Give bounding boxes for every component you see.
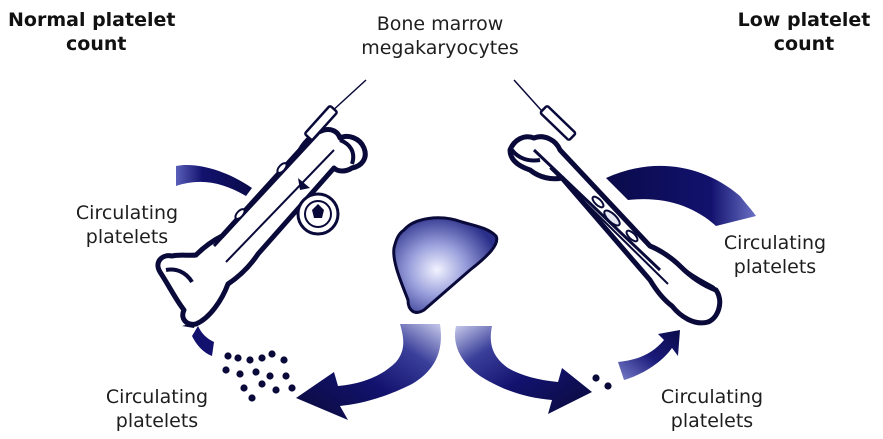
- platelet-dot-icon: [604, 382, 611, 389]
- left-circulation-arc-icon: [176, 165, 252, 196]
- normal-heading-line1: Normal platelet: [8, 8, 188, 32]
- left-small-arrow-icon: [182, 322, 214, 356]
- left-lower-line2: platelets: [82, 409, 232, 433]
- left-upper-line1: Circulating: [52, 201, 202, 225]
- right-lower-line1: Circulating: [637, 385, 787, 409]
- platelet-dot-icon: [268, 350, 275, 357]
- bone-marrow-line1: Bone marrow: [340, 12, 540, 36]
- platelet-dot-icon: [224, 352, 231, 359]
- bone-marrow-line2: megakaryocytes: [340, 36, 540, 60]
- platelet-dot-icon: [236, 370, 243, 377]
- right-upper-line1: Circulating: [700, 231, 850, 255]
- low-count-heading: Low platelet count: [728, 8, 880, 56]
- platelet-dot-icon: [248, 394, 255, 401]
- left-large-arrow-icon: [296, 324, 441, 420]
- normal-heading-line2: count: [8, 32, 188, 56]
- platelet-dot-icon: [288, 384, 295, 391]
- platelet-dot-icon: [258, 380, 265, 387]
- left-lower-circulating-label: Circulating platelets: [82, 385, 232, 433]
- bone-marrow-label: Bone marrow megakaryocytes: [340, 12, 540, 60]
- right-upper-circulating-label: Circulating platelets: [700, 231, 850, 279]
- platelet-dot-icon: [280, 356, 287, 363]
- platelet-dot-icon: [252, 368, 259, 375]
- left-upper-circulating-label: Circulating platelets: [52, 201, 202, 249]
- platelet-dot-icon: [266, 372, 273, 379]
- right-syringe-icon: [514, 80, 576, 140]
- left-lower-line1: Circulating: [82, 385, 232, 409]
- platelet-dot-icon: [272, 386, 279, 393]
- right-lower-circulating-label: Circulating platelets: [637, 385, 787, 433]
- low-heading-line1: Low platelet: [728, 8, 880, 32]
- platelet-dot-icon: [258, 354, 265, 361]
- right-small-arrow-icon: [618, 330, 680, 380]
- right-circulation-arc-icon: [606, 166, 756, 226]
- platelet-dot-icon: [282, 372, 289, 379]
- left-upper-line2: platelets: [52, 225, 202, 249]
- platelet-dot-icon: [234, 354, 241, 361]
- normal-platelet-dots: [222, 350, 295, 401]
- liver-icon: [394, 218, 497, 313]
- normal-count-heading: Normal platelet count: [8, 8, 188, 56]
- right-femur-bone-icon: [510, 137, 720, 323]
- right-upper-line2: platelets: [700, 255, 850, 279]
- right-large-arrow-icon: [455, 326, 592, 414]
- right-lower-line2: platelets: [637, 409, 787, 433]
- platelet-dot-icon: [592, 374, 599, 381]
- platelet-dot-icon: [246, 356, 253, 363]
- platelet-dot-icon: [240, 384, 247, 391]
- platelet-dot-icon: [222, 366, 229, 373]
- low-heading-line2: count: [728, 32, 880, 56]
- low-platelet-dots: [592, 374, 611, 389]
